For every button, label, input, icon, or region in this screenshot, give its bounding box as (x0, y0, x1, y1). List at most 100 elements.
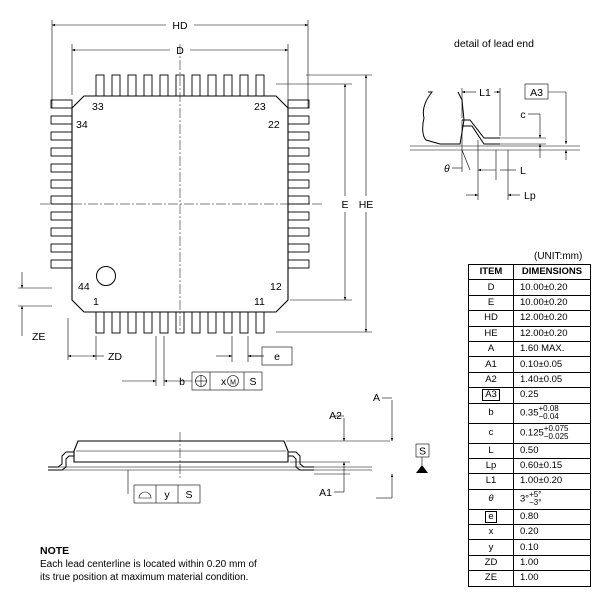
table-cell-item: A3 (468, 387, 514, 404)
a3-label: A3 (530, 87, 543, 99)
lead-pin (287, 227, 310, 237)
tolerance-plus: +0.075 (543, 424, 569, 434)
table-cell-item: Lp (468, 457, 514, 475)
lp-label: Lp (524, 190, 536, 202)
lead-pin (239, 311, 249, 334)
table-cell-dimension: 0.80 (513, 508, 591, 526)
lead-detail (410, 83, 580, 200)
leads-right-column (287, 99, 310, 269)
e-label: E (341, 199, 348, 211)
pin-1-label: 1 (93, 296, 99, 308)
lead-pin (111, 311, 121, 334)
theta-label: θ (444, 163, 450, 175)
lead-pin (223, 311, 233, 334)
lead-pin (207, 74, 217, 97)
boxed-symbol: e (485, 510, 497, 523)
table-cell-item: ZE (468, 570, 514, 587)
tolerance-stack: +5°−3° (529, 491, 541, 507)
labels: HD D E HE 33 23 34 22 44 12 1 11 ZE ZD e… (32, 20, 543, 501)
table-cell-dimension: 3°+5°−3° (513, 488, 591, 510)
pin-23-label: 23 (254, 101, 266, 113)
lead-pin (50, 99, 73, 109)
lead-pin (287, 179, 310, 189)
table-cell-dimension: 0.50 (513, 442, 591, 459)
c-label: c (520, 109, 525, 121)
table-cell-dimension: 0.35+0.08−0.04 (513, 402, 591, 424)
b-label: b (179, 376, 185, 388)
table-cell-dimension: 0.125+0.075−0.025 (513, 422, 591, 444)
lead-pin (50, 115, 73, 125)
tolerance-plus: +0.08 (538, 404, 559, 414)
table-cell-dimension: 12.00±0.20 (513, 325, 591, 342)
table-cell-item: b (468, 402, 514, 424)
table-cell-item: A2 (468, 371, 514, 389)
pin1-marker (96, 266, 116, 286)
table-cell-dimension: 1.40±0.05 (513, 371, 591, 389)
table-cell-item: x (468, 524, 514, 541)
lead-pin (50, 227, 73, 237)
lead-pin (50, 211, 73, 221)
fcf-x-label: x (221, 376, 227, 388)
pin-33-label: 33 (92, 101, 104, 113)
table-cell-dimension: 0.25 (513, 387, 591, 404)
lead-pin (287, 115, 310, 125)
flatness-datum-label: S (185, 489, 192, 501)
table-cell-dimension: 1.00 (513, 554, 591, 572)
nominal-value: 0.125 (520, 427, 544, 439)
table-cell-dimension: 1.60 MAX. (513, 340, 591, 358)
lead-pin (191, 74, 201, 97)
header-dimensions: DIMENSIONS (513, 263, 591, 281)
tolerance-minus: −0.04 (538, 412, 559, 422)
lead-pin (95, 311, 105, 334)
pin-11-label: 11 (254, 296, 265, 308)
lead-detail-title: detail of lead end (454, 38, 534, 50)
nominal-value: 0.35 (520, 407, 539, 419)
mmc-icon (227, 375, 239, 387)
lead-pin (287, 195, 310, 205)
lead-pin (127, 311, 137, 334)
table-cell-item: c (468, 422, 514, 444)
e-pitch-label: e (274, 351, 280, 363)
lead-pin (50, 147, 73, 157)
lead-pin (223, 74, 233, 97)
boxed-symbol: A3 (482, 389, 500, 402)
table-cell-item: A1 (468, 356, 514, 373)
lead-pin (287, 163, 310, 173)
table-cell-item: y (468, 539, 514, 556)
note-block: NOTE Each lead centerline is located wit… (40, 545, 257, 584)
he-label: HE (359, 199, 374, 211)
datum-s-label: S (419, 446, 426, 458)
table-cell-item: A (468, 340, 514, 358)
lead-pin (143, 311, 153, 334)
table-cell-item: L (468, 442, 514, 459)
note-line-1: Each lead centerline is located within 0… (40, 559, 257, 570)
pin-22-label: 22 (268, 119, 280, 131)
ze-label: ZE (32, 331, 45, 343)
table-cell-dimension: 0.10±0.05 (513, 356, 591, 373)
lead-pin (287, 211, 310, 221)
table-cell-item: HD (468, 310, 514, 327)
side-body (73, 440, 289, 463)
leads-left-column (50, 99, 73, 269)
lead-pin (127, 74, 137, 97)
table-cell-item: ZD (468, 554, 514, 572)
table-cell-dimension: 0.20 (513, 524, 591, 541)
flatness-y-label: y (164, 489, 170, 501)
lead-pin (287, 131, 310, 141)
note-title: NOTE (40, 545, 70, 557)
l1-label: L1 (479, 87, 491, 99)
table-row: A3 0.25 (468, 387, 591, 404)
table-cell-dimension: 1.00 (513, 570, 591, 587)
lead-detail-body (422, 91, 465, 145)
